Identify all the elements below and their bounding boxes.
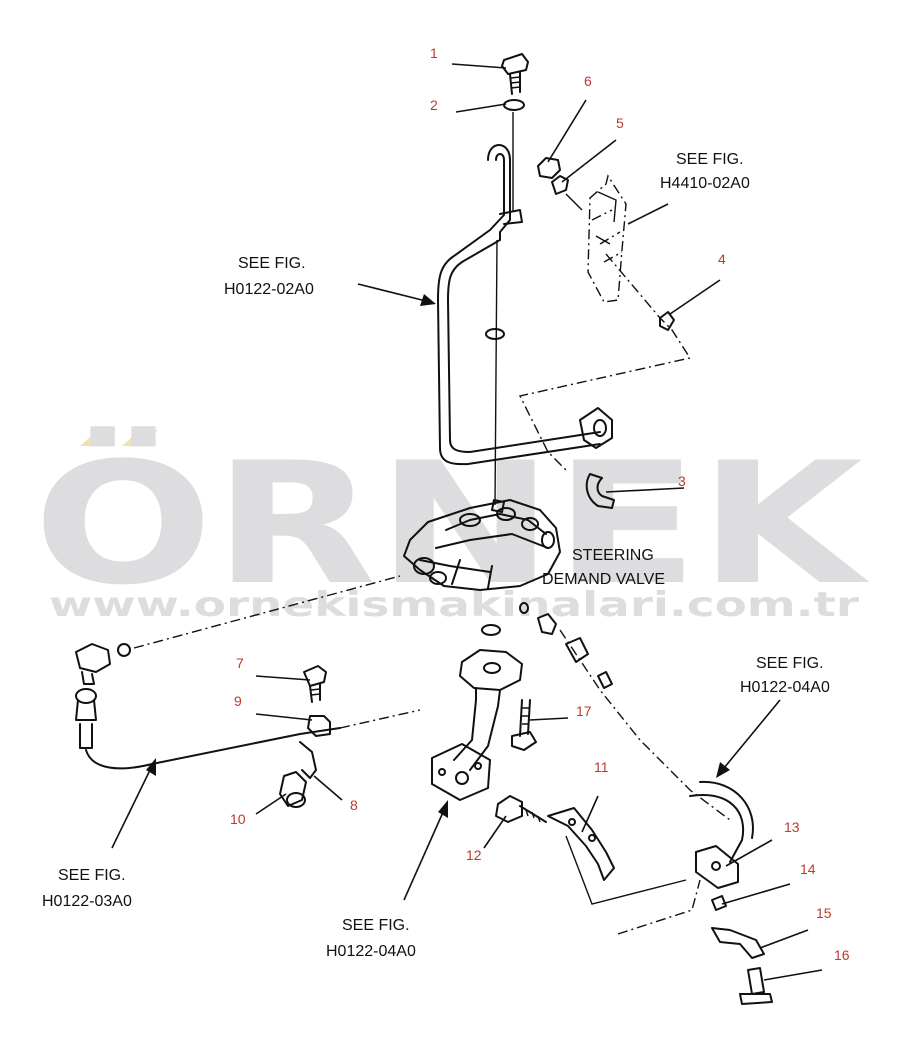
clamp-cluster-7-10 <box>279 665 331 808</box>
ref-h0122-04a0-right-line2: H0122-04A0 <box>740 679 830 696</box>
callout-11: 11 <box>594 759 609 775</box>
bracket-11-drawing <box>495 795 701 935</box>
steering-demand-valve-label-line2: DEMAND VALVE <box>542 571 665 588</box>
clip-4-drawing <box>659 311 675 331</box>
line-art <box>75 53 773 1005</box>
steering-demand-valve-label-line1: STEERING <box>572 547 654 564</box>
clamp-3-drawing <box>585 473 615 509</box>
ref-h4410-02a0-line2: H4410-02A0 <box>660 175 750 192</box>
watermark-brand: ÖRNEK <box>33 426 870 622</box>
tube-h0122-02a0 <box>437 144 613 466</box>
callout-8: 8 <box>350 797 358 813</box>
callout-2: 2 <box>430 97 438 113</box>
ref-h0122-04a0-bottom-line2: H0122-04A0 <box>326 943 416 960</box>
bolt-1-drawing <box>501 53 529 95</box>
callout-5: 5 <box>616 115 624 131</box>
ref-h0122-03a0-line1: SEE FIG. <box>58 867 126 884</box>
nut-6-drawing <box>537 157 561 179</box>
steering-demand-valve-drawing <box>403 499 561 591</box>
clamp-cluster-13-16 <box>695 845 773 1005</box>
callout-numbers: 1 2 3 4 5 6 7 8 9 10 11 12 13 14 15 16 1… <box>230 45 850 963</box>
fittings-right-drawing <box>519 602 754 863</box>
callout-12: 12 <box>466 847 482 863</box>
callout-17: 17 <box>576 703 592 719</box>
watermark: ÖRNEK www.ornekismakinalari.com.tr <box>33 426 870 625</box>
callout-9: 9 <box>234 693 242 709</box>
ref-h4410-02a0-line1: SEE FIG. <box>676 151 744 168</box>
reference-notes: SEE FIG. H4410-02A0 SEE FIG. H0122-02A0 … <box>42 151 830 960</box>
ref-h0122-02a0-line1: SEE FIG. <box>238 255 306 272</box>
callout-6: 6 <box>584 73 592 89</box>
washer-2-drawing <box>503 99 525 111</box>
ref-h0122-02a0-line2: H0122-02A0 <box>224 281 314 298</box>
ref-h0122-04a0-right-line1: SEE FIG. <box>756 655 824 672</box>
leader-lines <box>111 63 823 981</box>
watermark-accent-mark <box>122 430 158 446</box>
callout-10: 10 <box>230 811 246 827</box>
watermark-url: www.ornekismakinalari.com.tr <box>49 585 859 625</box>
callout-4: 4 <box>718 251 726 267</box>
callout-1: 1 <box>430 45 438 61</box>
tube-h0122-04a0 <box>431 649 523 801</box>
callout-13: 13 <box>784 819 800 835</box>
washer-5-drawing <box>551 175 569 195</box>
callout-3: 3 <box>678 473 686 489</box>
washer-rod-drawing <box>485 328 505 340</box>
callout-15: 15 <box>816 905 832 921</box>
washer-valve-drawing <box>481 624 501 636</box>
bolt-17-drawing <box>511 699 537 751</box>
ref-h0122-04a0-bottom-line1: SEE FIG. <box>342 917 410 934</box>
ref-h0122-03a0-line2: H0122-03A0 <box>42 893 132 910</box>
callout-14: 14 <box>800 861 816 877</box>
watermark-accent-mark <box>80 430 116 446</box>
callout-7: 7 <box>236 655 244 671</box>
callout-16: 16 <box>834 947 850 963</box>
